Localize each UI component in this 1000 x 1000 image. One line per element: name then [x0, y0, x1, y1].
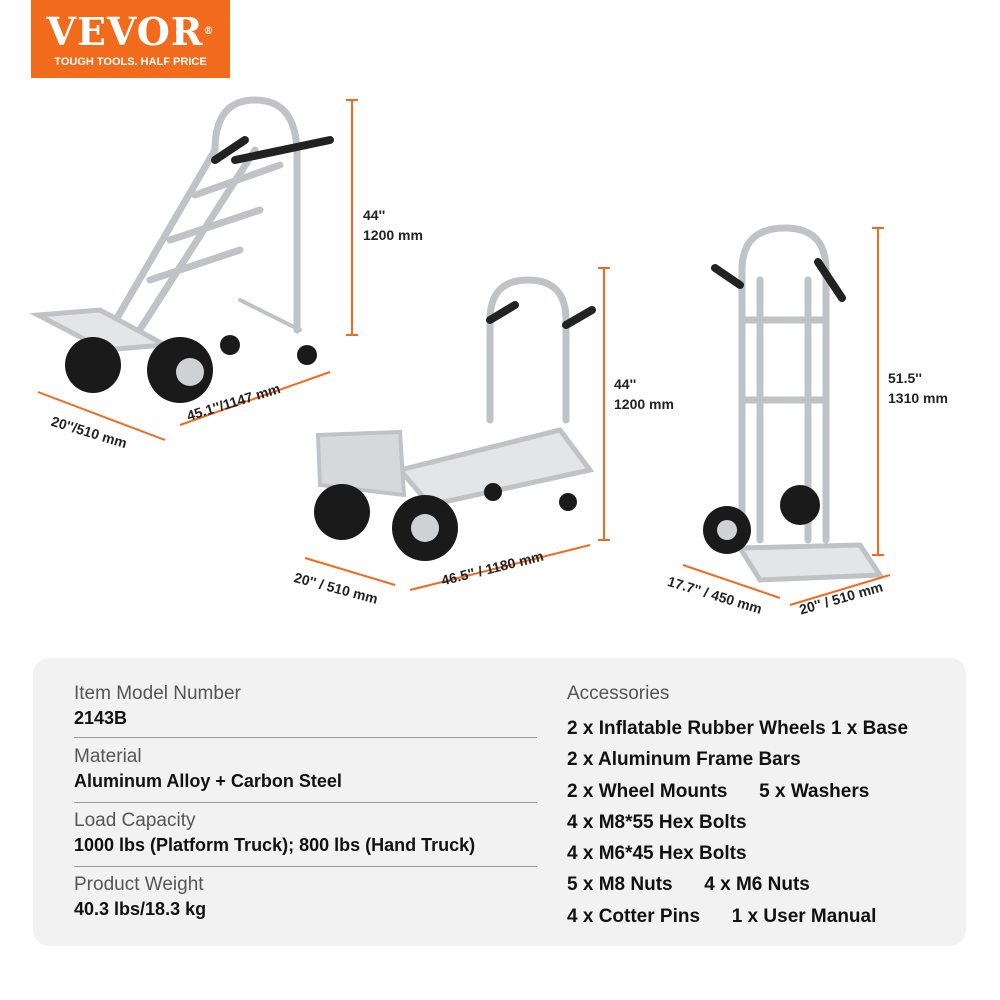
accessory-row: 5 x M8 Nuts 4 x M6 Nuts	[567, 874, 810, 896]
logo-brand: VEVOR	[46, 9, 204, 54]
accessories-title: Accessories	[567, 683, 670, 704]
dimension-lines	[37, 99, 891, 606]
vevor-logo: VEVOR® TOUGH TOOLS. HALF PRICE	[31, 0, 230, 78]
accessories-list: Accessories 2 x Inflatable Rubber Wheels…	[567, 682, 908, 932]
middle-height-label: 44''1200 mm	[614, 376, 674, 412]
divider	[74, 737, 537, 738]
divider	[74, 802, 537, 803]
left-height-label: 44''1200 mm	[363, 207, 423, 243]
logo-tagline: TOUGH TOOLS. HALF PRICE	[54, 56, 207, 68]
hand-truck-upright-image	[703, 224, 885, 583]
accessory-row: 4 x M8*55 Hex Bolts	[567, 811, 747, 833]
logo-registered: ®	[203, 26, 215, 37]
hand-truck-angled-image	[29, 96, 334, 403]
accessory-row: 2 x Wheel Mounts 5 x Washers	[567, 780, 870, 802]
divider	[74, 866, 537, 867]
accessory-row: 2 x Inflatable Rubber Wheels 1 x Base	[567, 718, 909, 739]
accessory-row: 4 x Cotter Pins 1 x User Manual	[567, 905, 877, 927]
accessory-row: 4 x M6*45 Hex Bolts	[567, 843, 747, 865]
platform-truck-image	[314, 276, 596, 561]
accessory-row: 2 x Aluminum Frame Bars	[567, 749, 801, 771]
right-height-label: 51.5''1310 mm	[888, 370, 948, 406]
product-illustrations	[29, 96, 891, 606]
